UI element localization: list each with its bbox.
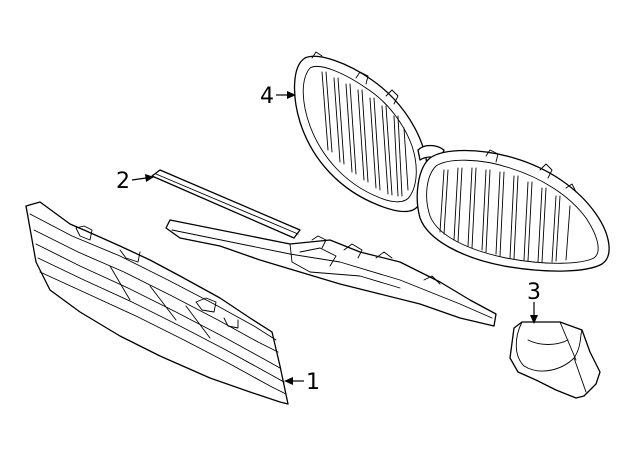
callout-4: 4 [260, 84, 296, 109]
part-3-side-air-duct[interactable] [509, 321, 601, 399]
callout-3-number: 3 [527, 280, 541, 305]
part-1-lower-grille[interactable] [25, 201, 289, 405]
callout-4-number: 4 [260, 84, 274, 109]
callout-1: 1 [284, 370, 320, 395]
part-4-kidney-grille[interactable] [293, 51, 610, 272]
part-2-upper-trim-duct[interactable] [151, 169, 497, 327]
callout-2-number: 2 [116, 169, 130, 194]
callout-1-number: 1 [306, 370, 320, 395]
callout-2: 2 [116, 169, 154, 194]
callout-3: 3 [527, 280, 541, 324]
